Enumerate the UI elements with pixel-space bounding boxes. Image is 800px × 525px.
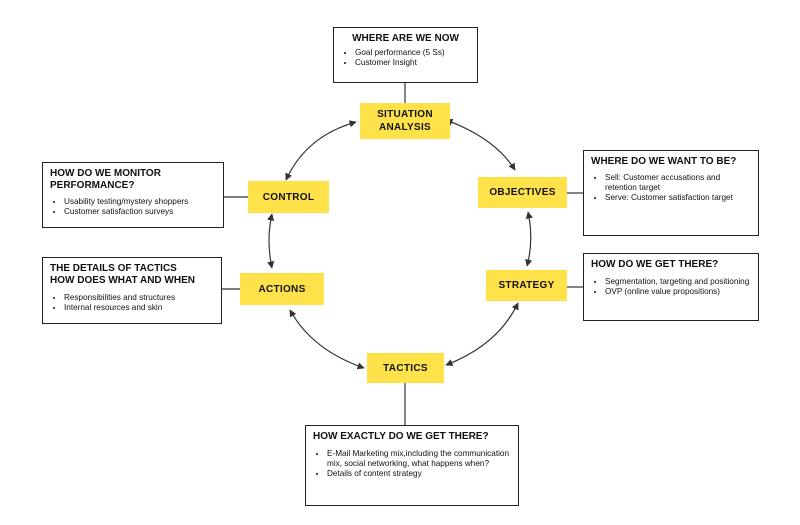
note-how-do-we-get-there-list: Segmentation, targeting and positioning …: [591, 277, 751, 297]
note-details-of-tactics: THE DETAILS OF TACTICS HOW DOES WHAT AND…: [42, 257, 222, 324]
note-how-do-we-get-there: HOW DO WE GET THERE? Segmentation, targe…: [583, 253, 759, 321]
arrow-actions-control: [267, 213, 275, 269]
note-monitor-performance-title-line-1: HOW DO WE MONITOR: [50, 168, 161, 179]
stage-situation-analysis-line-1: SITUATION: [377, 109, 433, 120]
list-item: Sell: Customer accusations and retention…: [605, 173, 751, 193]
note-monitor-performance-title: HOW DO WE MONITOR PERFORMANCE?: [50, 168, 216, 192]
note-where-do-we-want-to-be: WHERE DO WE WANT TO BE? Sell: Customer a…: [583, 150, 759, 236]
arrow-control-situation: [285, 120, 357, 181]
note-where-do-we-want-to-be-title: WHERE DO WE WANT TO BE?: [591, 156, 737, 167]
note-how-do-we-get-there-title: HOW DO WE GET THERE?: [591, 259, 719, 270]
note-where-are-we-now-list: Goal performance (5 Ss) Customer Insight: [341, 48, 470, 68]
stage-tactics: TACTICS: [367, 353, 444, 383]
list-item: Details of content strategy: [327, 469, 511, 479]
list-item: Goal performance (5 Ss): [355, 48, 470, 58]
stage-control: CONTROL: [248, 181, 329, 213]
note-monitor-performance-list: Usability testing/mystery shoppers Custo…: [50, 197, 216, 217]
list-item: Serve: Customer satisfaction target: [605, 193, 751, 203]
note-how-exactly-do-we-get-there-list: E-Mail Marketing mix,including the commu…: [313, 449, 511, 479]
note-how-exactly-do-we-get-there: HOW EXACTLY DO WE GET THERE? E-Mail Mark…: [305, 425, 519, 506]
list-item: Usability testing/mystery shoppers: [64, 197, 216, 207]
note-where-do-we-want-to-be-list: Sell: Customer accusations and retention…: [591, 173, 751, 203]
note-monitor-performance: HOW DO WE MONITOR PERFORMANCE? Usability…: [42, 162, 224, 228]
stage-objectives: OBJECTIVES: [478, 177, 567, 208]
arrow-strategy-tactics: [445, 302, 519, 367]
list-item: Internal resources and skin: [64, 303, 214, 313]
list-item: Responsibilities and structures: [64, 293, 214, 303]
stage-situation-analysis-line-2: ANALYSIS: [378, 122, 432, 133]
list-item: Segmentation, targeting and positioning: [605, 277, 751, 287]
stage-tactics-label: TACTICS: [383, 362, 428, 374]
list-item: Customer Insight: [355, 58, 470, 68]
note-where-are-we-now-title: WHERE ARE WE NOW: [352, 33, 459, 44]
stage-actions: ACTIONS: [240, 273, 324, 305]
arrow-objectives-strategy: [525, 211, 533, 267]
stage-strategy: STRATEGY: [486, 270, 567, 301]
list-item: OVP (online value propositions): [605, 287, 751, 297]
list-item: E-Mail Marketing mix,including the commu…: [327, 449, 511, 469]
stage-situation-analysis: SITUATION ANALYSIS: [360, 103, 450, 139]
stage-strategy-label: STRATEGY: [498, 280, 555, 291]
stage-objectives-label: OBJECTIVES: [489, 187, 556, 198]
stage-actions-label: ACTIONS: [258, 283, 306, 295]
list-item: Customer satisfaction surveys: [64, 207, 216, 217]
note-details-of-tactics-title-line-1: THE DETAILS OF TACTICS: [50, 263, 177, 274]
arrow-tactics-actions: [289, 309, 365, 370]
arrow-situation-objectives: [445, 118, 516, 171]
note-how-exactly-do-we-get-there-title: HOW EXACTLY DO WE GET THERE?: [313, 431, 489, 442]
note-monitor-performance-title-line-2: PERFORMANCE?: [50, 180, 135, 191]
note-details-of-tactics-list: Responsibilities and structures Internal…: [50, 293, 214, 313]
note-details-of-tactics-title-line-2: HOW DOES WHAT AND WHEN: [50, 275, 195, 286]
stage-control-label: CONTROL: [262, 191, 315, 203]
note-where-are-we-now: WHERE ARE WE NOW Goal performance (5 Ss)…: [333, 27, 478, 83]
note-details-of-tactics-title: THE DETAILS OF TACTICS HOW DOES WHAT AND…: [50, 263, 214, 287]
